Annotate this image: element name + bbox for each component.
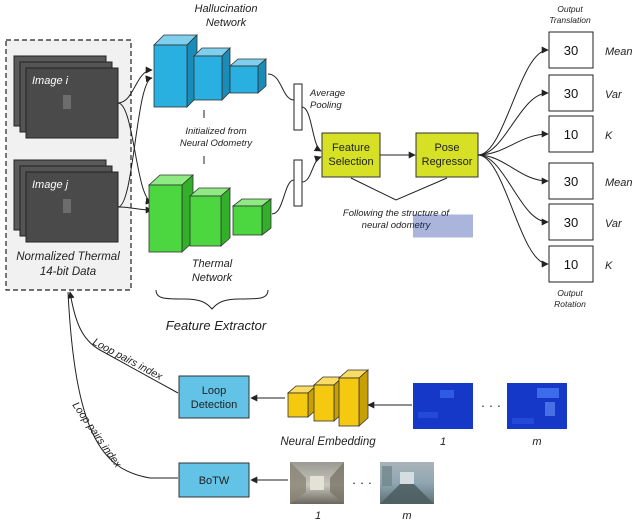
thermal-seq-ellipsis: · · · (481, 398, 501, 413)
input-connections (117, 66, 153, 214)
input-panel: Image i Image j Normalized Thermal 14-bi… (5, 39, 132, 291)
neural-embedding-label: Neural Embedding (280, 436, 376, 448)
thermal-image-i (25, 67, 119, 139)
average-pooling-line1: Average (309, 88, 345, 99)
pooling-connections (267, 73, 295, 215)
thermal-title-line2: Network (192, 272, 233, 284)
output-box-3: 30 Mean (548, 162, 633, 200)
rgb-frame-last (380, 462, 434, 504)
image-j-stack: Image j (13, 159, 119, 243)
thermal-title-line1: Thermal (192, 258, 233, 270)
output-fanout (477, 46, 549, 268)
output-value: 30 (564, 86, 578, 101)
image-i-stack: Image i (13, 55, 119, 139)
input-caption-line2: 14-bit Data (40, 266, 96, 278)
heatmap-frame-last (507, 383, 567, 429)
following-line1: Following the structure of (343, 208, 450, 219)
output-rotation-line1: Output (557, 288, 583, 298)
output-value: 30 (564, 43, 578, 58)
output-value: 10 (564, 257, 578, 272)
hallucination-title-line1: Hallucination (195, 3, 258, 15)
neural-embedding: Neural Embedding (280, 369, 376, 448)
loop-pairs-label-upper: Loop pairs index (91, 336, 165, 383)
heatmap-frame-first (413, 214, 473, 429)
output-label: K (605, 260, 613, 272)
embedding-block-1 (286, 385, 318, 418)
output-value: 30 (564, 215, 578, 230)
hallucination-block-1 (153, 34, 198, 108)
initialized-line2: Neural Odometry (180, 138, 254, 149)
rgb-seq-last: m (402, 510, 411, 522)
output-label: K (605, 130, 613, 142)
rgb-seq-first: 1 (315, 510, 321, 522)
hallucination-block-2 (193, 47, 231, 101)
output-box-0: 30 Mean (548, 31, 633, 69)
embedding-block-2 (312, 376, 345, 422)
output-box-5: 10 K (548, 245, 613, 283)
thermal-block-3 (231, 198, 273, 236)
output-translation-line1: Output (557, 4, 583, 14)
output-value: 30 (564, 174, 578, 189)
thermal-sequence: · · · 1 m (413, 214, 567, 448)
pooling-bar-top (293, 83, 303, 131)
following-note: Following the structure of neural odomet… (343, 177, 450, 231)
pose-regressor-line1: Pose (434, 142, 459, 154)
hallucination-network: Hallucination Network (153, 3, 268, 108)
thermal-block-2 (188, 187, 232, 247)
loop-pairs-feedback (67, 291, 179, 479)
loop-detection-line1: Loop (202, 385, 226, 397)
pooling-to-selection (301, 106, 322, 183)
output-translation-line2: Translation (549, 15, 591, 25)
output-rotation-line2: Rotation (554, 299, 586, 309)
output-label: Mean (605, 46, 633, 58)
hallucination-title-line2: Network (206, 17, 247, 29)
image-j-label: Image j (32, 179, 69, 191)
output-box-4: 30 Var (548, 203, 623, 241)
feature-extractor-brace: Feature Extractor (155, 289, 269, 333)
feature-selection-box: Feature Selection (321, 132, 381, 178)
output-box-1: 30 Var (548, 74, 623, 112)
rgb-seq-ellipsis: · · · (352, 475, 372, 490)
pooling-bar-bottom (293, 159, 303, 207)
output-label: Var (605, 218, 623, 230)
thermal-seq-first: 1 (440, 436, 446, 448)
initialized-note: Initialized from Neural Odometry (180, 110, 254, 164)
botw-label: BoTW (199, 475, 230, 487)
feature-selection-line1: Feature (332, 142, 370, 154)
thermal-network: Thermal Network (147, 174, 273, 284)
initialized-line1: Initialized from (185, 126, 246, 137)
loop-pairs-label-lower: Loop pairs index (70, 400, 124, 471)
loop-detection-line2: Detection (191, 399, 237, 411)
input-caption-line1: Normalized Thermal (16, 251, 120, 263)
output-label: Mean (605, 177, 633, 189)
pose-regressor-box: Pose Regressor (415, 132, 479, 178)
output-value: 10 (564, 127, 578, 142)
feature-extractor-label: Feature Extractor (166, 318, 267, 333)
loop-detection-box: Loop Detection (178, 375, 250, 419)
output-box-2: 10 K (548, 115, 613, 153)
pose-regressor-line2: Regressor (422, 156, 473, 168)
embedding-block-3 (337, 369, 370, 427)
thermal-block-1 (147, 174, 195, 253)
botw-box: BoTW (178, 462, 250, 498)
thermal-seq-last: m (532, 436, 541, 448)
following-line2: neural odometry (362, 220, 432, 231)
hallucination-block-3 (228, 58, 268, 94)
feature-selection-line2: Selection (328, 156, 373, 168)
average-pooling-line2: Pooling (310, 100, 342, 111)
rgb-sequence: · · · 1 m (290, 462, 434, 522)
image-i-label: Image i (32, 75, 69, 87)
output-label: Var (605, 89, 623, 101)
rgb-frame-first (290, 462, 344, 504)
